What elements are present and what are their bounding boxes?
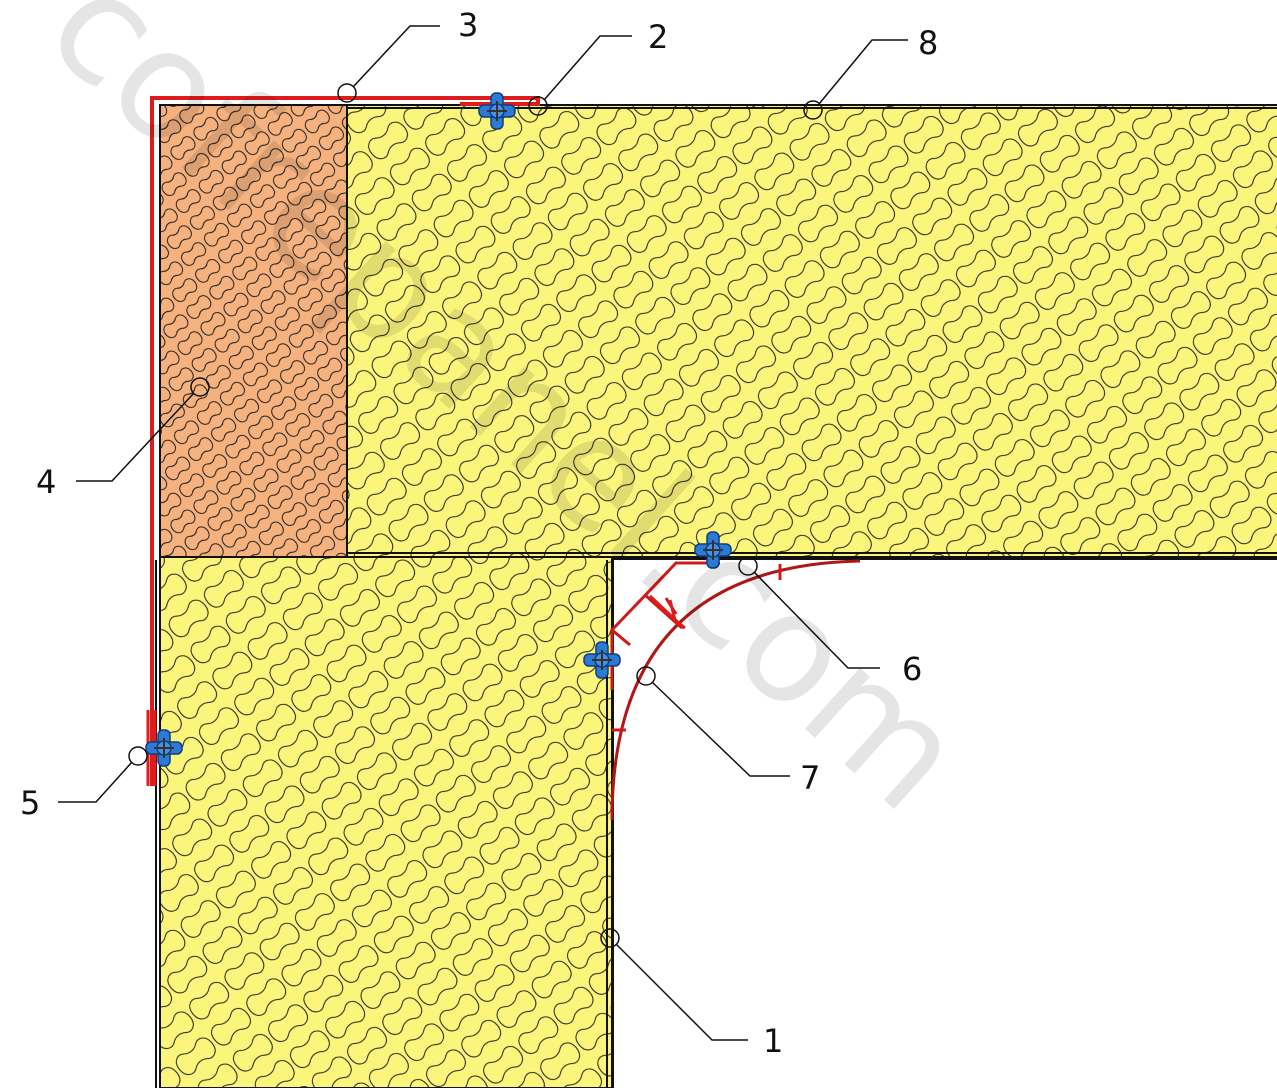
- callout-8: 8: [918, 24, 938, 62]
- callout-5: 5: [20, 784, 40, 822]
- callout-3: 3: [458, 6, 478, 44]
- inner-curved-trim: [610, 559, 861, 821]
- outer-corner-flashing: [150, 96, 540, 786]
- leader-1: [600, 928, 748, 1041]
- callout-7: 7: [800, 759, 820, 797]
- callout-6: 6: [902, 650, 922, 688]
- callout-4: 4: [36, 463, 56, 501]
- inner-trim-bracket: [610, 561, 782, 732]
- leader-4: [76, 377, 210, 482]
- callout-1: 1: [763, 1022, 783, 1060]
- leader-5: [58, 746, 148, 803]
- callout-2: 2: [648, 18, 668, 56]
- leader-6: [738, 556, 880, 669]
- inner-trim-arrow: [648, 594, 686, 630]
- vertical-panel: [159, 556, 613, 1088]
- leader-3: [337, 25, 440, 103]
- leader-8: [803, 39, 908, 120]
- leader-7: [636, 666, 790, 777]
- horizontal-panel: [346, 104, 1277, 558]
- leader-2: [528, 35, 632, 116]
